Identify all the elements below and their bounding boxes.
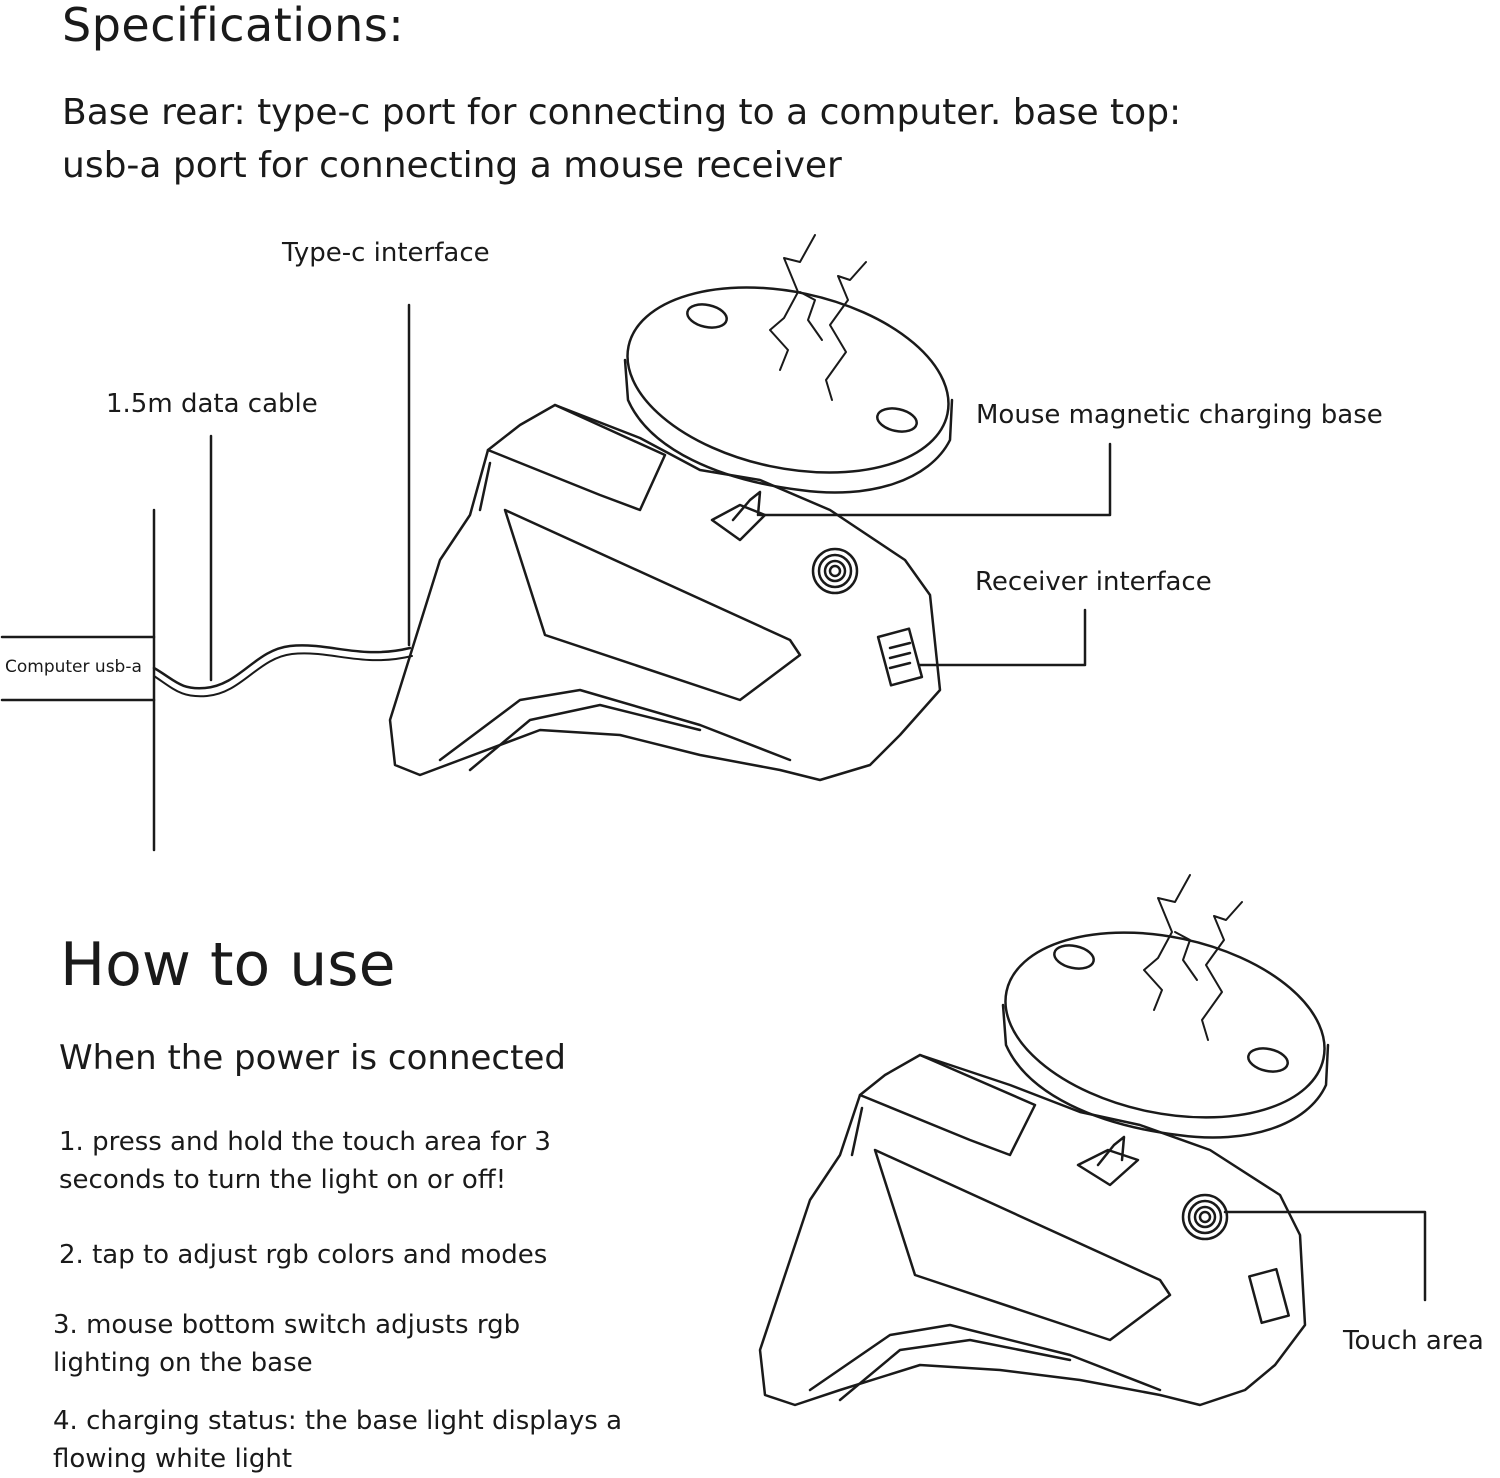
charging-dock-drawing-bottom [760, 875, 1425, 1405]
receiver-port-bottom [1249, 1269, 1288, 1323]
computer-box [2, 637, 154, 700]
touch-area-leader [1225, 1212, 1425, 1300]
dock-body-bottom [760, 1055, 1305, 1405]
charging-dock-drawing-top [2, 235, 1110, 850]
step-2: 2. tap to adjust rgb colors and modes [59, 1240, 548, 1270]
data-cable-label: 1.5m data cable [106, 389, 318, 419]
light-panel-bottom [875, 1150, 1170, 1340]
magnetic-puck-bottom [988, 875, 1342, 1145]
fingerprint-icon-top [813, 549, 857, 593]
light-panel [505, 510, 800, 700]
receiver-interface-label: Receiver interface [975, 567, 1212, 597]
touch-area-label: Touch area [1343, 1326, 1484, 1356]
usb-cable [154, 645, 410, 688]
step-1: 1. press and hold the touch area for 3 s… [59, 1127, 551, 1195]
step-3: 3. mouse bottom switch adjusts rgb light… [53, 1310, 521, 1378]
power-connected-subtitle: When the power is connected [59, 1038, 566, 1078]
specifications-description: Base rear: type-c port for connecting to… [62, 92, 1182, 186]
fingerprint-icon-bottom [1183, 1195, 1227, 1239]
receiver-port [878, 629, 922, 686]
how-to-use-title: How to use [60, 930, 396, 1000]
dock-post [712, 492, 765, 540]
magnetic-base-leader [760, 444, 1110, 515]
magnetic-puck-top [610, 235, 965, 500]
specifications-title: Specifications: [62, 0, 405, 52]
typec-interface-label: Type-c interface [282, 238, 490, 268]
dock-body [390, 405, 940, 780]
computer-usb-a-label: Computer usb-a [5, 657, 142, 677]
step-4: 4. charging status: the base light displ… [53, 1406, 623, 1474]
dock-post-bottom [1078, 1137, 1138, 1185]
receiver-leader [920, 610, 1085, 665]
magnetic-charging-base-label: Mouse magnetic charging base [976, 400, 1383, 430]
